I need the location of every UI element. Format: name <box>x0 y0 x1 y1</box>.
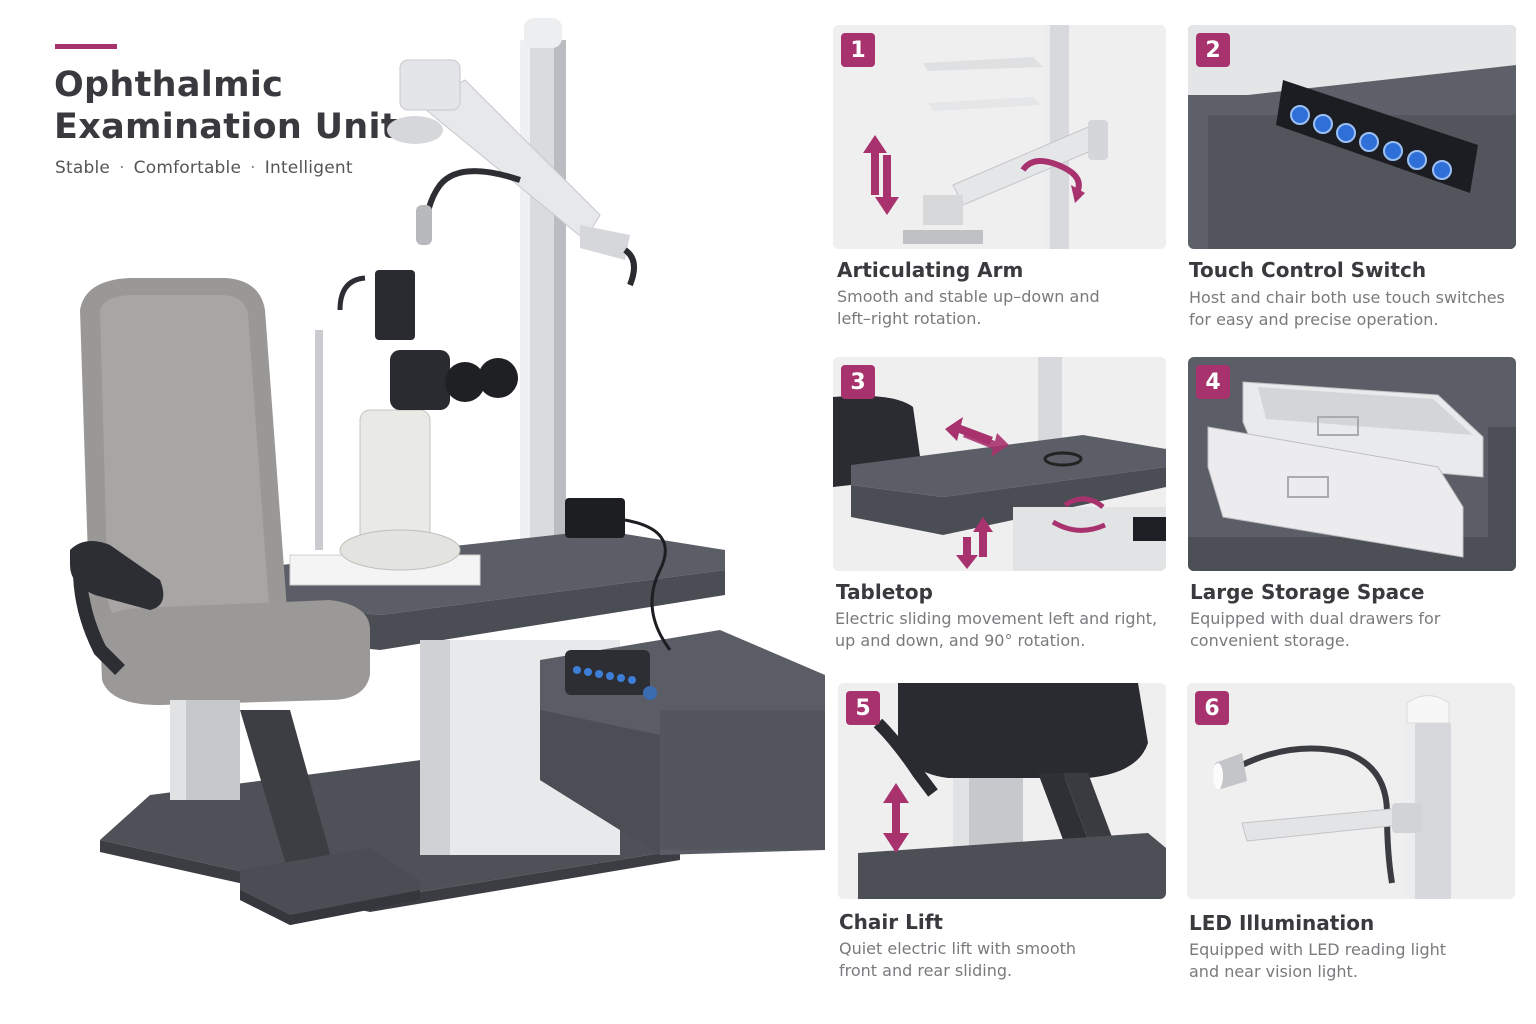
articulating-arm-image <box>833 25 1166 249</box>
feature-card-1: 1 Articulating Arm Smooth and stable up–… <box>833 25 1166 335</box>
feature-number-badge: 3 <box>841 365 875 399</box>
rotate-arrow-icon <box>1020 158 1082 191</box>
exam-chair-seat <box>100 600 370 705</box>
subtitle-stable: Stable <box>55 158 111 178</box>
feature-image <box>833 25 1166 249</box>
feature-title: Tabletop <box>836 580 933 604</box>
feature-number-badge: 2 <box>1196 33 1230 67</box>
feature-number-badge: 1 <box>841 33 875 67</box>
lower-drawer <box>1207 426 1464 558</box>
feature-description: Equipped with dual drawers for convenien… <box>1190 608 1520 652</box>
subtitle-separator: · <box>250 158 256 178</box>
feature-description-line: for easy and precise operation. <box>1189 310 1439 329</box>
feature-card-6: 6 LED Illumination Equipped with LED rea… <box>1187 683 1517 983</box>
feature-description-line: front and rear sliding. <box>839 961 1013 980</box>
page-title: Ophthalmic Examination Unit <box>54 64 398 148</box>
feature-number-badge: 6 <box>1195 691 1229 725</box>
feature-description: Electric sliding movement left and right… <box>835 608 1175 652</box>
feature-description-line: Host and chair both use touch switches <box>1189 288 1505 307</box>
title-line-1: Ophthalmic <box>54 65 284 105</box>
feature-description-line: Electric sliding movement left and right… <box>835 609 1158 628</box>
feature-description-line: and near vision light. <box>1189 962 1358 981</box>
feature-title: Articulating Arm <box>837 258 1024 282</box>
feature-description: Quiet electric lift with smooth front an… <box>839 938 1169 982</box>
chair-seat <box>898 683 1148 778</box>
tabletop-surface <box>851 435 1166 497</box>
feature-description-line: Equipped with LED reading light <box>1189 940 1447 959</box>
up-down-arrow-icon <box>883 783 909 853</box>
feature-description-line: left–right rotation. <box>837 309 982 328</box>
touch-control-image <box>1188 25 1516 249</box>
feature-description-line: Quiet electric lift with smooth <box>839 939 1077 958</box>
feature-card-5: 5 Chair Lift Quiet electric lift with sm… <box>838 683 1168 983</box>
up-down-arrow-icon <box>863 135 899 215</box>
feature-number-badge: 4 <box>1196 365 1230 399</box>
feature-description: Smooth and stable up–down and left–right… <box>837 286 1167 330</box>
subtitle-separator: · <box>119 158 125 178</box>
feature-card-2: 2 Touch Control Switch Host and chair bo… <box>1188 25 1518 335</box>
tabletop-image <box>833 357 1166 571</box>
rotate-arrow-icon <box>1063 496 1105 509</box>
feature-description-line: Smooth and stable up–down and <box>837 287 1100 306</box>
led-illumination-image <box>1187 683 1515 899</box>
subtitle-comfortable: Comfortable <box>133 158 242 178</box>
chair-lift-image <box>838 683 1166 899</box>
accent-bar <box>55 44 117 49</box>
feature-image <box>1187 683 1515 899</box>
up-down-arrow-icon <box>956 517 993 569</box>
led-reading-lamp-icon <box>1225 745 1395 884</box>
feature-image <box>1188 25 1516 249</box>
subtitle: Stable · Comfortable · Intelligent <box>55 158 353 178</box>
feature-title: LED Illumination <box>1189 911 1375 935</box>
hero-product-image <box>70 18 825 925</box>
feature-description-line: up and down, and 90° rotation. <box>835 631 1086 650</box>
feature-image <box>833 357 1166 571</box>
title-line-2: Examination Unit <box>54 107 398 147</box>
feature-card-3: 3 Tabletop Electric sliding movement lef… <box>833 357 1166 657</box>
subtitle-intelligent: Intelligent <box>264 158 353 178</box>
feature-description: Equipped with LED reading light and near… <box>1189 939 1519 983</box>
feature-description: Host and chair both use touch switches f… <box>1189 287 1519 331</box>
feature-number-badge: 5 <box>846 691 880 725</box>
feature-title: Large Storage Space <box>1190 580 1425 604</box>
feature-card-4: 4 Large Storage Space Equipped with dual… <box>1188 357 1518 657</box>
left-right-arrow-icon <box>945 417 1009 457</box>
pillar-cap <box>1406 695 1450 724</box>
feature-title: Touch Control Switch <box>1189 258 1427 282</box>
storage-drawers-image <box>1188 357 1516 571</box>
feature-description-line: convenient storage. <box>1190 631 1350 650</box>
feature-image <box>1188 357 1516 571</box>
feature-title: Chair Lift <box>839 910 943 934</box>
power-box <box>565 498 625 538</box>
control-panel <box>565 650 650 695</box>
feature-image <box>838 683 1166 899</box>
feature-description-line: Equipped with dual drawers for <box>1190 609 1441 628</box>
